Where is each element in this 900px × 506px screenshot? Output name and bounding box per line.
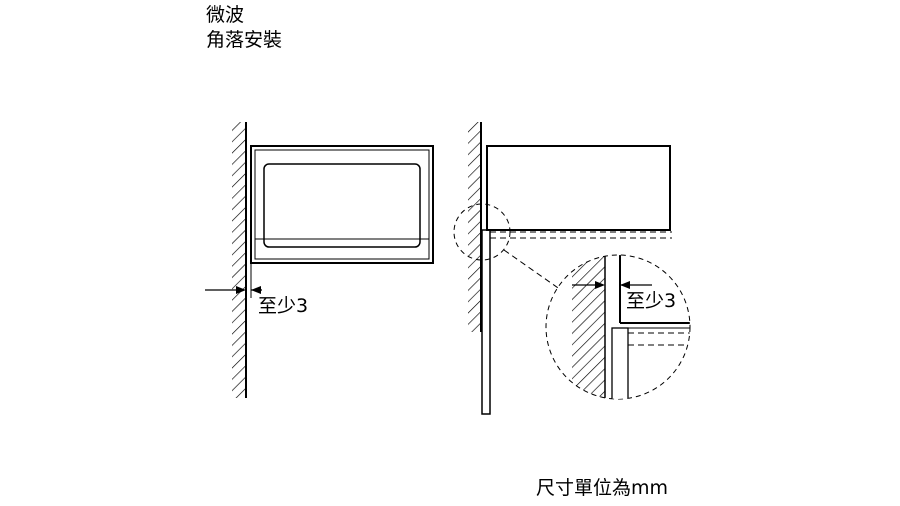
left-arrow-head-2 bbox=[251, 286, 261, 294]
detail-cabinet-panel bbox=[611, 327, 629, 399]
microwave-front-frame bbox=[254, 149, 430, 260]
side-view bbox=[453, 122, 672, 415]
title-line-2: 角落安裝 bbox=[206, 29, 283, 51]
microwave-front-outer bbox=[250, 145, 434, 264]
detail-arrow-head-left bbox=[595, 281, 605, 289]
unit-note: 尺寸單位為mm bbox=[536, 477, 669, 499]
min-gap-label-detail: 至少3 bbox=[626, 290, 677, 312]
detail-wall-hatch bbox=[572, 255, 605, 399]
left-arrow-head bbox=[236, 286, 246, 294]
microwave-side-body bbox=[486, 145, 671, 231]
min-gap-label-front: 至少3 bbox=[258, 295, 309, 317]
microwave-window bbox=[263, 163, 421, 248]
left-wall-hatch bbox=[232, 122, 246, 398]
front-view bbox=[205, 122, 434, 398]
right-wall-hatch bbox=[468, 122, 481, 332]
title-line-1: 微波 bbox=[206, 4, 245, 26]
cabinet-side-panel bbox=[481, 229, 491, 415]
detail-marker-circle bbox=[453, 203, 511, 261]
detail-arrow-head-right bbox=[620, 281, 630, 289]
detail-zoom bbox=[545, 254, 691, 400]
detail-leader-1 bbox=[503, 249, 562, 291]
